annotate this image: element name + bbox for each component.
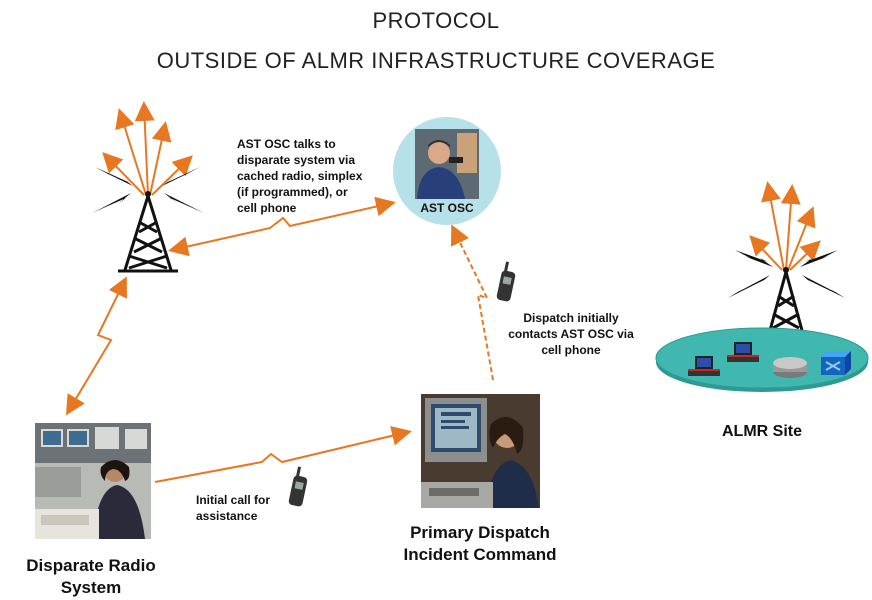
note-line: cell phone	[541, 343, 601, 357]
router-icon	[773, 357, 807, 378]
link-disparate-dispatch	[154, 425, 412, 483]
dispatch-label-line1: Primary Dispatch	[410, 523, 550, 542]
computer-icon	[688, 356, 720, 376]
cell-phone-icon	[496, 261, 516, 302]
note-line: AST OSC talks to	[237, 137, 336, 151]
note-line: disparate system via	[237, 153, 356, 167]
dispatch-label-line2: Incident Command	[403, 545, 557, 564]
disparate-label-line2: System	[60, 578, 122, 597]
cell-phone-icon	[288, 466, 308, 507]
link-dispatch-osc	[450, 224, 494, 381]
diagram-subtitle: OUTSIDE OF ALMR INFRASTRUCTURE COVERAGE	[156, 48, 716, 73]
note-line: cell phone	[237, 201, 297, 215]
note-line: cached radio, simplex	[237, 169, 363, 183]
note-line: Initial call for	[196, 493, 271, 507]
computer-icon	[727, 342, 759, 362]
note-line: assistance	[196, 509, 258, 523]
note-initial-call: Initial call for assistance	[196, 492, 306, 524]
disparate-label-line1: Disparate Radio	[26, 556, 156, 575]
disparate-photo	[35, 423, 151, 539]
ast-osc-photo	[393, 117, 501, 225]
note-line: (if programmed), or	[237, 185, 348, 199]
diagram-title: PROTOCOL	[372, 8, 500, 33]
almr-site-label: ALMR Site	[722, 423, 802, 440]
switch-icon	[821, 351, 851, 375]
note-osc-talks: AST OSC talks to disparate system via ca…	[237, 136, 397, 216]
dispatch-photo	[421, 394, 540, 508]
note-line: Dispatch initially	[523, 311, 619, 325]
note-dispatch-contacts: Dispatch initially contacts AST OSC via …	[496, 310, 646, 358]
note-line: contacts AST OSC via	[508, 327, 634, 341]
radio-tower-icon	[728, 181, 845, 346]
ast-osc-node: AST OSC	[393, 117, 501, 225]
ast-osc-label: AST OSC	[420, 201, 474, 215]
link-tower-osc	[168, 196, 396, 257]
link-tower-disparate	[65, 276, 127, 416]
